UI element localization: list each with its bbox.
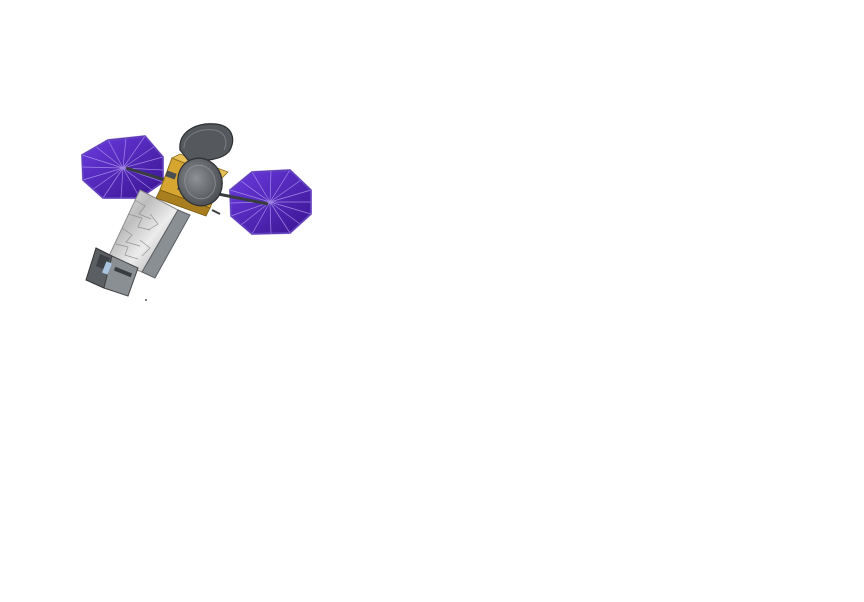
left-solar-panel bbox=[80, 134, 164, 199]
aft-module bbox=[85, 247, 139, 297]
right-solar-panel bbox=[228, 168, 312, 236]
telescope-tube bbox=[107, 189, 191, 279]
aperture-disc bbox=[177, 157, 223, 207]
aperture-door bbox=[179, 123, 234, 162]
antenna-stubs bbox=[145, 209, 221, 301]
